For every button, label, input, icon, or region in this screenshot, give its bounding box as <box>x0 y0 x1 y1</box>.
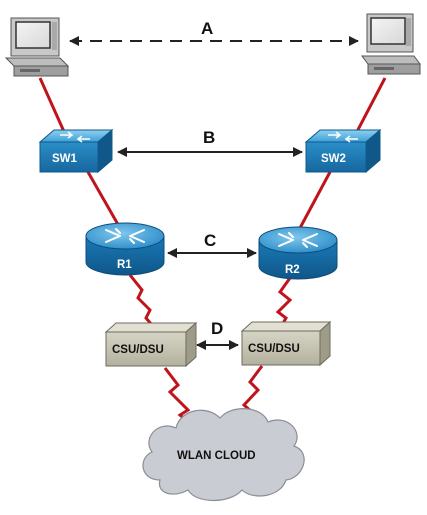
switch-sw2-icon: SW2 <box>304 128 382 174</box>
workstation-right-icon <box>361 13 421 75</box>
router-r1-icon: R1 <box>85 222 165 276</box>
router-r1-label: R1 <box>117 259 132 271</box>
switch-sw1-label: SW1 <box>52 153 78 165</box>
cable-sw2-to-r2 <box>298 171 332 229</box>
wlan-cloud-icon: WLAN CLOUD <box>142 408 305 501</box>
csu-dsu-right-icon: CSU/DSU <box>240 320 332 367</box>
serial-r1-to-csu-left <box>128 274 154 326</box>
link-arrows <box>69 36 359 350</box>
wlan-cloud-label: WLAN CLOUD <box>177 450 256 462</box>
switch-sw1-icon: SW1 <box>38 128 114 174</box>
link-b-label: B <box>203 128 215 147</box>
link-c-label: C <box>204 231 216 250</box>
cable-sw1-to-r1 <box>86 171 122 229</box>
router-r2-icon: R2 <box>258 226 338 280</box>
serial-r2-to-csu-right <box>275 277 293 326</box>
switch-sw2-label: SW2 <box>321 153 346 165</box>
router-r2-label: R2 <box>285 264 300 276</box>
link-a-label: A <box>201 19 213 38</box>
csu-dsu-right-label: CSU/DSU <box>248 343 300 355</box>
link-d-label: D <box>211 319 223 338</box>
workstation-left-icon <box>4 17 70 77</box>
csu-dsu-left-icon: CSU/DSU <box>104 321 198 368</box>
csu-dsu-left-label: CSU/DSU <box>112 344 164 356</box>
cables <box>38 77 387 434</box>
